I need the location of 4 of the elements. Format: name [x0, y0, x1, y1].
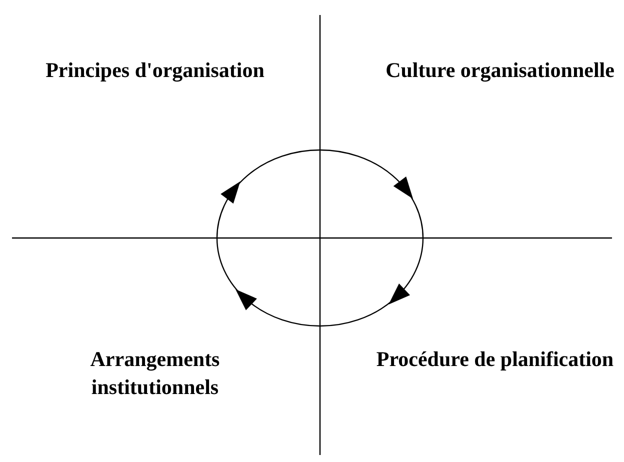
quadrant-label: Principes d'organisation: [44, 57, 266, 84]
quadrant-label: Arrangements institutionnels: [89, 346, 221, 401]
quadrant-label: Procédure de planification: [375, 346, 615, 373]
quadrant-label: Culture organisationnelle: [384, 57, 616, 84]
